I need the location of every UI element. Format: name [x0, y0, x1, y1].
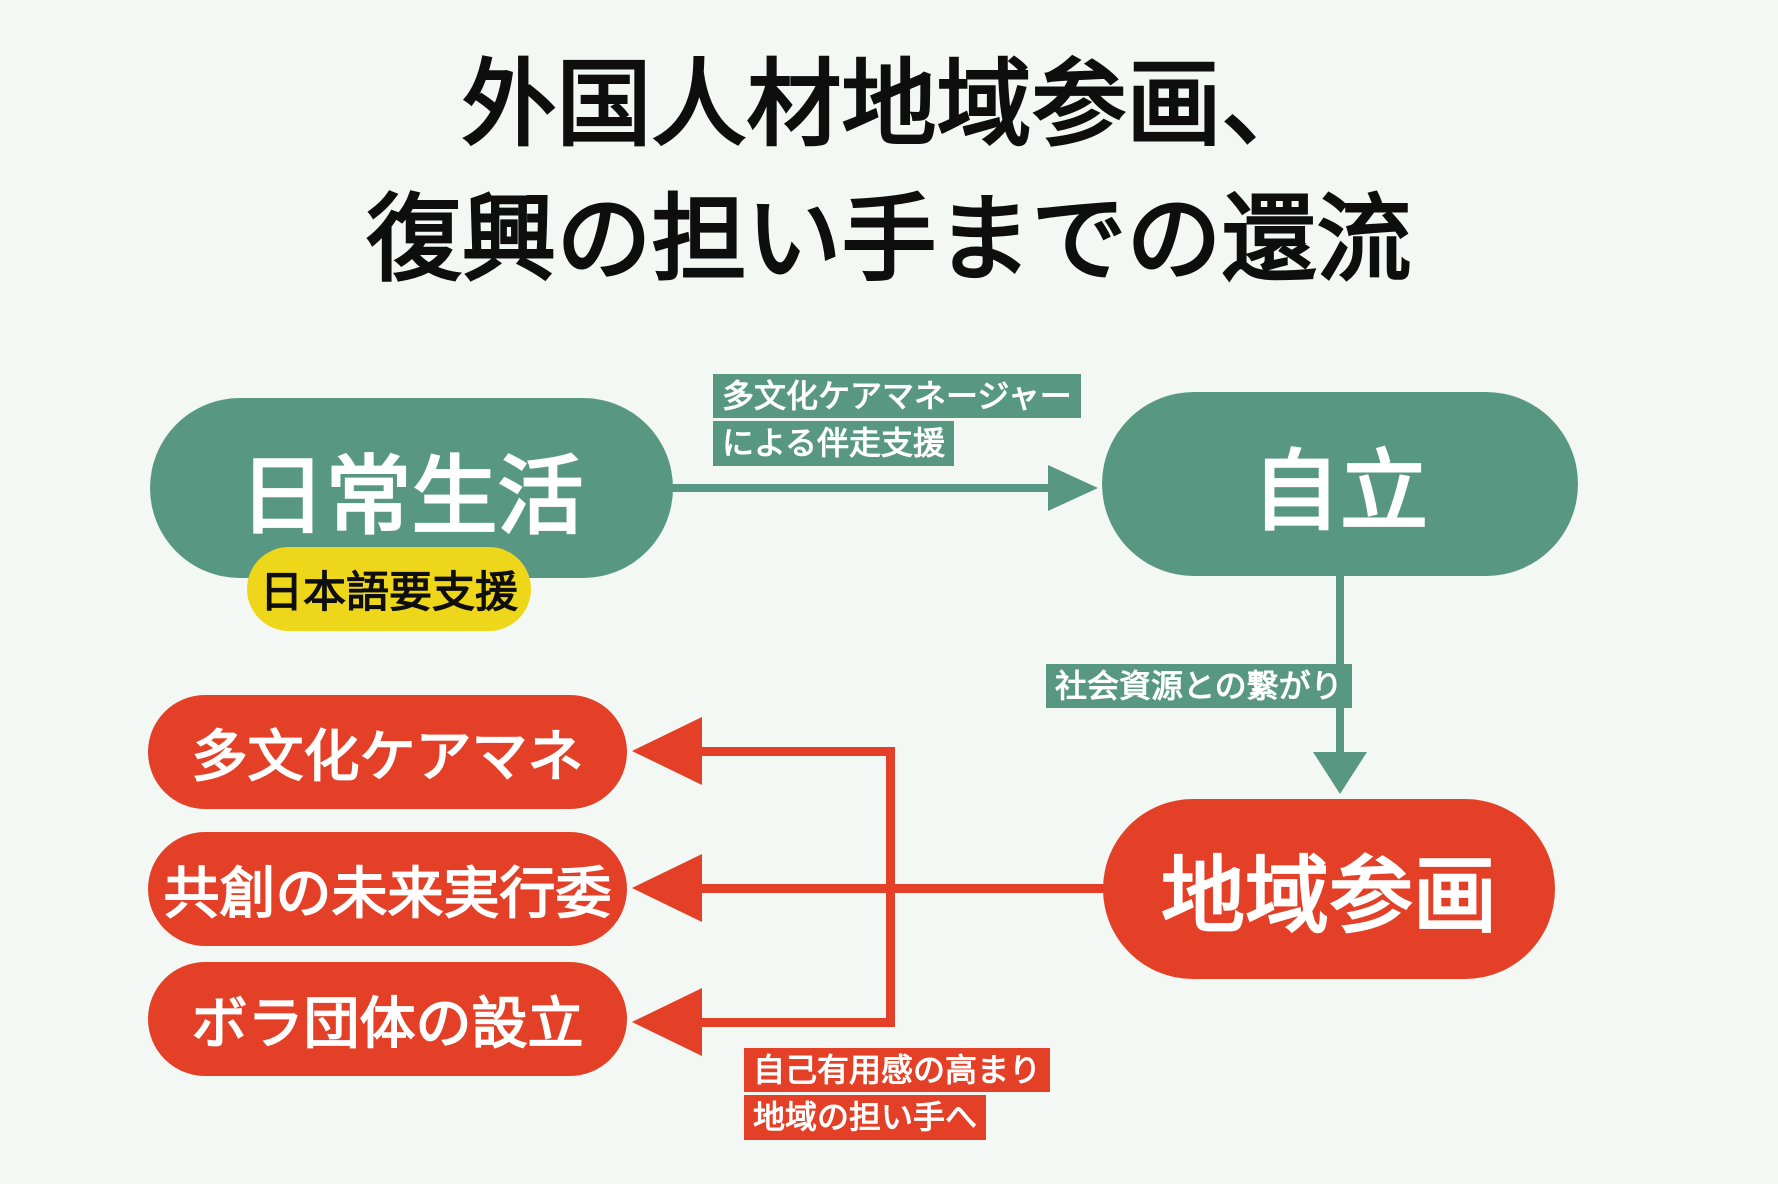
node-community-participation: 地域参画 — [1103, 799, 1555, 979]
edge-label-accompaniment-support: 多文化ケアマネージャー による伴走支援 — [713, 374, 1081, 469]
arrow-daily-to-independence-head-icon — [1048, 465, 1098, 511]
arrow-to-outcome3-head-icon — [632, 988, 702, 1056]
edge-label-social-resources-text: 社会資源との繋がり — [1046, 664, 1352, 709]
edge-label-social-resources: 社会資源との繋がり — [1046, 664, 1352, 711]
edge-label-accompaniment-support-line2: による伴走支援 — [713, 421, 955, 466]
arrow-branch-to-outcome3-line — [698, 1018, 894, 1027]
edge-label-self-usefulness-line2: 地域の担い手へ — [744, 1095, 987, 1140]
node-outcome-cocreation-future-committee: 共創の未来実行委 — [148, 832, 627, 946]
edge-label-self-usefulness-line1: 自己有用感の高まり — [744, 1048, 1051, 1093]
node-outcome-multicultural-care-manager: 多文化ケアマネ — [148, 695, 627, 809]
arrow-community-to-outcomes-main-line — [698, 884, 1105, 893]
arrow-daily-to-independence-line — [668, 484, 1052, 492]
node-independence: 自立 — [1102, 392, 1578, 576]
node-outcome-volunteer-group-founding: ボラ団体の設立 — [148, 962, 627, 1076]
node-outcome-cocreation-future-committee-label: 共創の未来実行委 — [163, 861, 612, 927]
page-title-line2: 復興の担い手までの還流 — [366, 184, 1412, 295]
node-independence-label: 自立 — [1251, 439, 1428, 543]
page-title: 外国人材地域参画、 復興の担い手までの還流 — [0, 38, 1778, 308]
page-title-line1: 外国人材地域参画、 — [461, 50, 1317, 160]
node-community-participation-label: 地域参画 — [1160, 846, 1497, 945]
edge-label-accompaniment-support-line1: 多文化ケアマネージャー — [713, 374, 1081, 419]
node-outcome-multicultural-care-manager-label: 多文化ケアマネ — [191, 724, 584, 790]
edge-label-self-usefulness: 自己有用感の高まり 地域の担い手へ — [744, 1048, 1051, 1143]
arrow-community-to-outcomes-branch-line — [886, 747, 895, 1027]
arrow-branch-to-outcome1-line — [698, 747, 894, 756]
arrow-to-outcome2-head-icon — [632, 854, 702, 922]
arrow-to-outcome1-head-icon — [632, 717, 702, 785]
node-outcome-volunteer-group-founding-label: ボラ団体の設立 — [191, 991, 584, 1057]
tag-japanese-support-needed-label: 日本語要支援 — [260, 568, 518, 618]
node-daily-life-label: 日常生活 — [239, 446, 584, 547]
arrow-independence-to-community-head-icon — [1313, 752, 1367, 794]
tag-japanese-support-needed: 日本語要支援 — [247, 547, 531, 631]
